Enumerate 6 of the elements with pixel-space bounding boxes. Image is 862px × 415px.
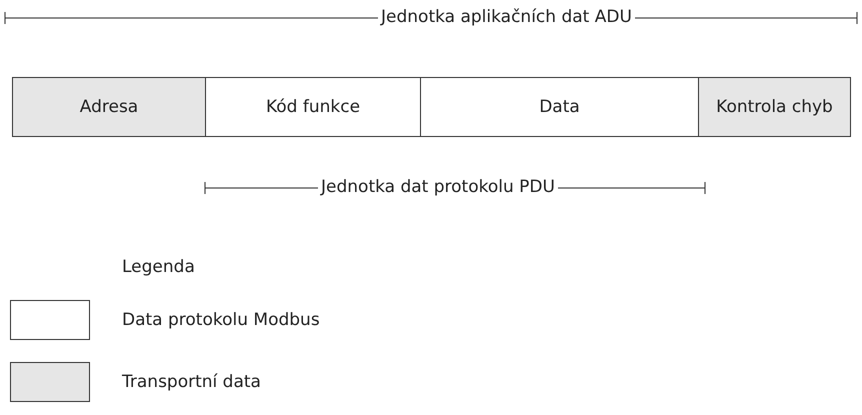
frame-field: Data	[420, 77, 699, 137]
frame-field: Kód funkce	[205, 77, 421, 137]
dimension-label: Jednotka dat protokolu PDU	[318, 177, 558, 197]
dimension-label: Jednotka aplikačních dat ADU	[378, 7, 635, 27]
frame-field: Kontrola chyb	[698, 77, 851, 137]
frame-field: Adresa	[12, 77, 206, 137]
